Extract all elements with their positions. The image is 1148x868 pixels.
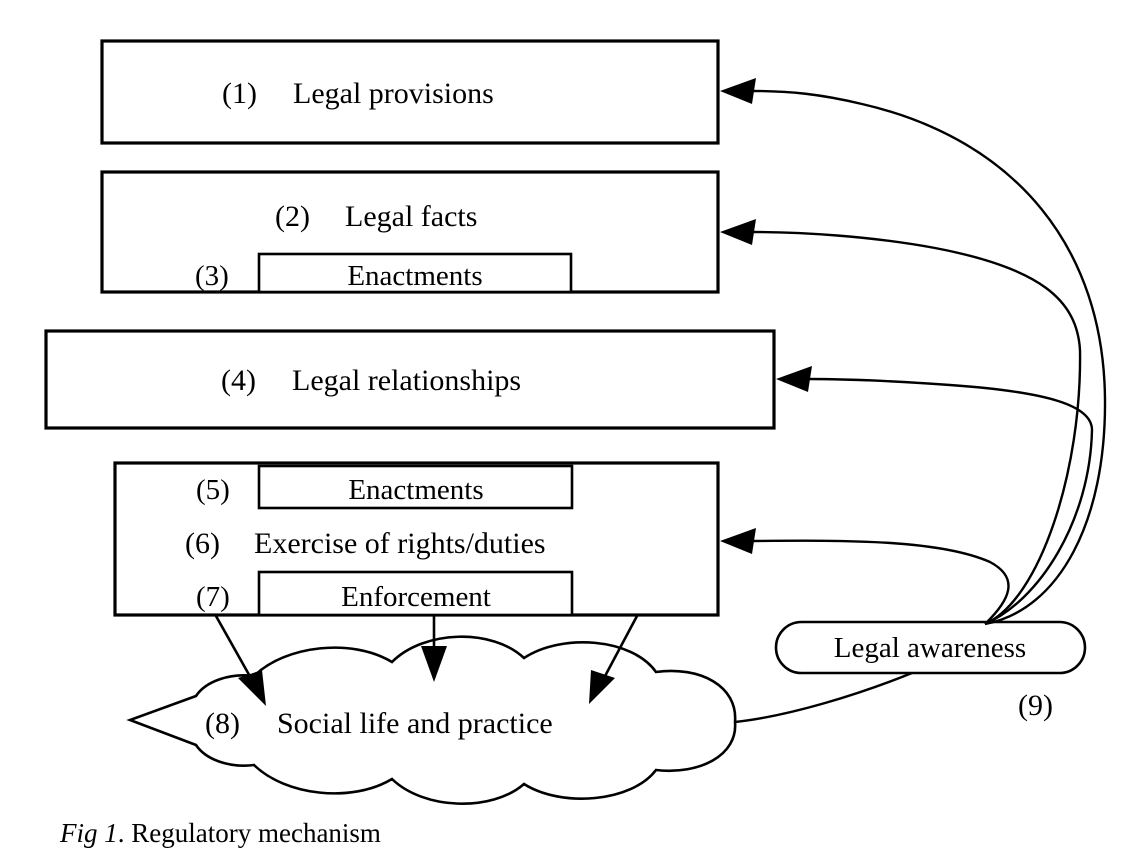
node-3-box[interactable] [257, 252, 573, 294]
edge-awareness-to-exercise [720, 528, 1010, 625]
node-8-number: (8) [205, 707, 240, 740]
edge-9-6-arrowhead [720, 528, 756, 554]
node-1-number: (1) [222, 77, 257, 110]
caption-title: Regulatory mechanism [131, 818, 381, 848]
node-9-label: Legal awareness [834, 632, 1026, 664]
edge-9-2-arrowhead [720, 219, 756, 245]
edge-9-6-path [751, 539, 1010, 625]
node-legal-relationships[interactable]: (4) Legal relationships [44, 329, 776, 430]
edge-9-1-path [751, 89, 1107, 626]
node-5-label: Enactments [348, 474, 483, 506]
node-1-label: Legal provisions [293, 77, 494, 110]
node-7-number: (7) [196, 581, 230, 613]
edge-7-8-left-line [214, 615, 254, 681]
edge-social-life-to-awareness [734, 671, 913, 724]
node-4-box[interactable] [44, 329, 776, 430]
edge-9-4-arrowhead [776, 366, 812, 392]
edge-6-8-right-arrowhead [589, 670, 615, 704]
edge-6-8-mid-arrowhead [421, 646, 447, 682]
node-2-number: (2) [275, 200, 310, 233]
edge-awareness-to-legal-provisions [720, 78, 1107, 626]
node-9-number: (9) [1018, 689, 1053, 722]
node-6-number: (6) [185, 527, 220, 560]
figure-caption: Fig 1. Regulatory mechanism [60, 818, 381, 849]
edge-6-8-right-line [602, 615, 639, 679]
edge-enforcement-to-social-life-left [214, 615, 266, 706]
node-8-cloud-shape[interactable] [126, 635, 737, 805]
node-5-number: (5) [196, 474, 230, 506]
edge-9-4-path [807, 377, 1094, 626]
node-6-label: Exercise of rights/duties [254, 527, 546, 560]
node-legal-awareness[interactable]: Legal awareness (9) [774, 620, 1087, 722]
node-7-box[interactable] [257, 570, 574, 617]
node-exercise-group[interactable]: (5) Enactments (6) Exercise of rights/du… [113, 461, 720, 617]
edge-awareness-to-legal-facts [720, 219, 1082, 626]
node-enactments-legal-facts[interactable]: (3) Enactments [195, 252, 573, 294]
node-1-box[interactable] [100, 39, 720, 145]
node-4-number: (4) [221, 364, 256, 397]
edge-7-8-left-arrowhead [238, 670, 266, 706]
edge-9-2-path [751, 230, 1082, 626]
node-7-label: Enforcement [341, 581, 491, 613]
node-3-number: (3) [195, 260, 229, 292]
node-3-label: Enactments [347, 260, 482, 292]
node-8-label: Social life and practice [277, 707, 553, 740]
edge-8-9-path [734, 671, 913, 724]
edge-exercise-to-social-life-middle [421, 616, 447, 682]
caption-separator: . [117, 818, 132, 848]
node-social-life-cloud[interactable]: (8) Social life and practice [126, 635, 737, 805]
node-legal-provisions[interactable]: (1) Legal provisions [100, 39, 720, 145]
caption-figure-number: Fig 1 [60, 818, 118, 848]
node-5-box[interactable] [257, 464, 574, 510]
node-4-label: Legal relationships [292, 364, 521, 397]
edge-awareness-to-legal-relationships [776, 366, 1094, 626]
node-9-pill-shape[interactable] [774, 620, 1087, 675]
node-2-label: Legal facts [345, 200, 477, 233]
edge-9-1-arrowhead [720, 78, 756, 104]
edge-enforcement-to-social-life-right [589, 615, 639, 704]
